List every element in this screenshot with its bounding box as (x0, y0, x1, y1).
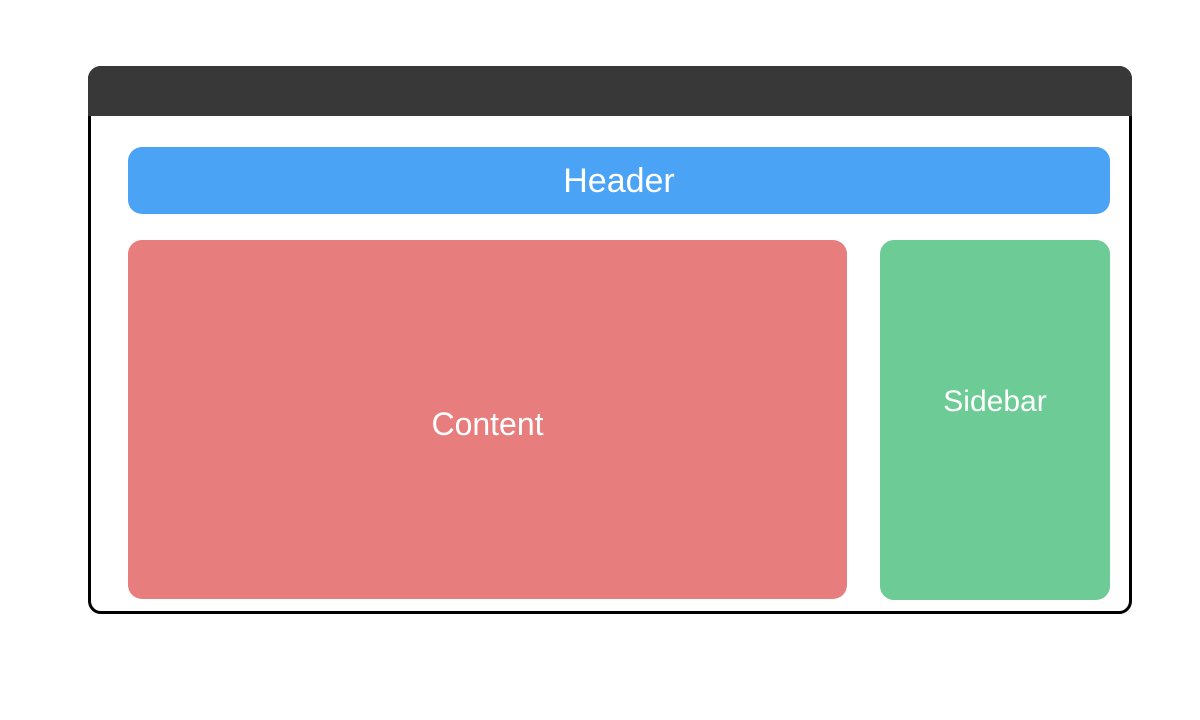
layout-block-sidebar[interactable]: Sidebar (880, 240, 1110, 600)
window-title-bar[interactable] (88, 66, 1132, 116)
browser-window: Header Content Sidebar (88, 66, 1132, 614)
content-block-label: Content (431, 405, 544, 442)
window-content-area: Header Content Sidebar (91, 116, 1129, 611)
sidebar-block-label: Sidebar (943, 385, 1047, 418)
header-block-label: Header (563, 161, 675, 200)
layout-block-content[interactable]: Content (128, 240, 847, 599)
layout-block-header[interactable]: Header (128, 147, 1110, 214)
